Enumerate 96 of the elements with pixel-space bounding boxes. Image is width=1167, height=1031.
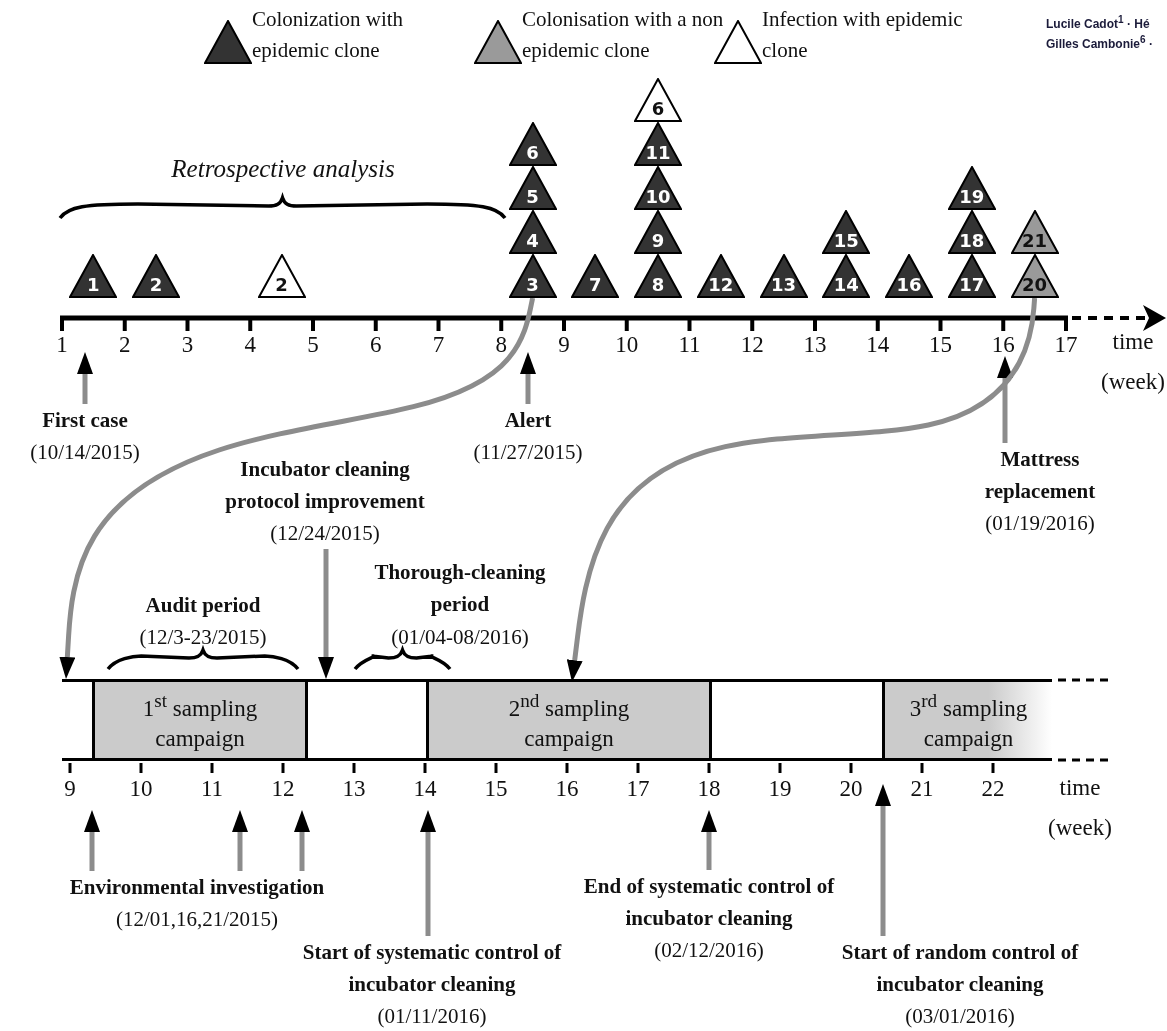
timeline-band: [62, 679, 1052, 761]
axis-title: time (week): [1100, 328, 1166, 396]
tick-label: 4: [243, 331, 257, 359]
tick-label: 1: [55, 331, 69, 359]
legend-label: Infection with epidemic clone: [762, 6, 964, 64]
event-label: End of systematic control of incubator cleaning: [582, 873, 836, 932]
arrow: [420, 810, 436, 936]
event-label: Environmental investigation: [68, 874, 326, 901]
arrow: [294, 810, 310, 871]
case-number: 4: [525, 231, 540, 251]
case-number: 3: [525, 275, 540, 295]
tick-label: 14: [865, 331, 891, 359]
tick-label: 14: [412, 775, 438, 803]
tick-label: 6: [369, 331, 383, 359]
case-number: 19: [958, 187, 986, 207]
arrow: [997, 356, 1013, 443]
case-number: 12: [707, 275, 735, 295]
tick-label: 12: [739, 331, 765, 359]
tick-label: 5: [306, 331, 320, 359]
event-label: First case: [41, 407, 129, 434]
arrow: [77, 352, 93, 404]
tick-label: 13: [802, 331, 828, 359]
case-number: 1: [86, 275, 101, 295]
arrow: [84, 810, 100, 871]
event-label: Mattress replacement: [983, 446, 1097, 505]
case-number: 8: [650, 275, 666, 295]
case-number: 17: [958, 275, 986, 295]
period-label: Thorough-cleaning period: [373, 559, 547, 618]
event-label: Start of random control of incubator cleaning: [840, 939, 1080, 998]
tick-label: 8: [494, 331, 508, 359]
period-label: Retrospective analysis: [170, 154, 396, 184]
case-number: 16: [895, 275, 923, 295]
event-date: (10/14/2015): [29, 439, 141, 466]
event-date: (01/19/2016): [984, 510, 1096, 537]
event-date: (03/01/2016): [904, 1003, 1016, 1030]
case-number: 20: [1021, 275, 1049, 295]
case-number: 6: [650, 99, 666, 119]
arrow: [875, 784, 891, 936]
legend-label: Colonization with epidemic clone: [252, 6, 405, 64]
tick-label: 9: [557, 331, 571, 359]
case-number: 11: [644, 143, 672, 163]
tick-label: 17: [1053, 331, 1079, 359]
event-label: Start of systematic control of incubator cleaning: [301, 939, 563, 998]
arrow: [232, 810, 248, 871]
arrow: [59, 297, 536, 679]
author-line: Lucile Cadot$^{1}$ · Hé: [1046, 13, 1150, 33]
event-date: (12/24/2015): [269, 520, 381, 547]
tick-label: 7: [431, 331, 446, 359]
tick-label: 17: [625, 775, 651, 803]
case-number: 21: [1021, 231, 1049, 251]
period-label: Audit period: [144, 592, 262, 619]
axis-title: time (week): [1047, 774, 1113, 842]
tick-label: 20: [838, 775, 864, 803]
tick-label: 2: [118, 331, 132, 359]
event-label: Incubator cleaning protocol improvement: [224, 456, 426, 515]
event-date: (12/01,16,21/2015): [114, 906, 280, 933]
case-number: 9: [650, 231, 666, 251]
tick-label: 9: [63, 775, 77, 803]
case-number: 15: [832, 231, 860, 251]
arrow: [566, 297, 1038, 682]
tick-label: 19: [767, 775, 793, 803]
case-number: 2: [274, 275, 289, 295]
arrow: [318, 549, 334, 679]
tick-label: 18: [696, 775, 722, 803]
tick-label: 12: [270, 775, 296, 803]
legend-label: Colonisation with a non epidemic clone: [522, 6, 725, 64]
event-date: (11/27/2015): [472, 439, 584, 466]
tick-label: 10: [128, 775, 154, 803]
tick-label: 22: [980, 775, 1006, 803]
tick-label: 11: [199, 775, 225, 803]
period-label: (12/3-23/2015): [138, 624, 268, 651]
case-number: 2: [148, 275, 164, 295]
tick-label: 13: [341, 775, 367, 803]
case-number: 13: [770, 275, 798, 295]
event-label: Alert: [503, 407, 553, 434]
tick-label: 11: [677, 331, 702, 359]
sampling-campaign-bar: 1$^{st}$ sampling campaign: [92, 682, 308, 758]
arrow: [520, 352, 536, 404]
sampling-campaign-bar: 2$^{nd}$ sampling campaign: [426, 682, 712, 758]
case-number: 7: [588, 275, 603, 295]
tick-label: 16: [990, 331, 1016, 359]
arrow: [701, 810, 717, 870]
case-number: 18: [958, 231, 986, 251]
case-number: 10: [644, 187, 672, 207]
tick-label: 21: [909, 775, 935, 803]
period-label: (01/04-08/2016): [390, 624, 530, 651]
case-number: 5: [525, 187, 540, 207]
author-line: Gilles Cambonie$^{6}$ ·: [1046, 33, 1153, 53]
tick-label: 15: [928, 331, 953, 359]
event-date: (01/11/2016): [376, 1003, 488, 1030]
case-number: 6: [525, 143, 540, 163]
tick-label: 3: [180, 331, 195, 359]
tick-label: 15: [483, 775, 509, 803]
tick-label: 16: [554, 775, 580, 803]
case-number: 14: [832, 275, 860, 295]
tick-label: 10: [614, 331, 640, 359]
